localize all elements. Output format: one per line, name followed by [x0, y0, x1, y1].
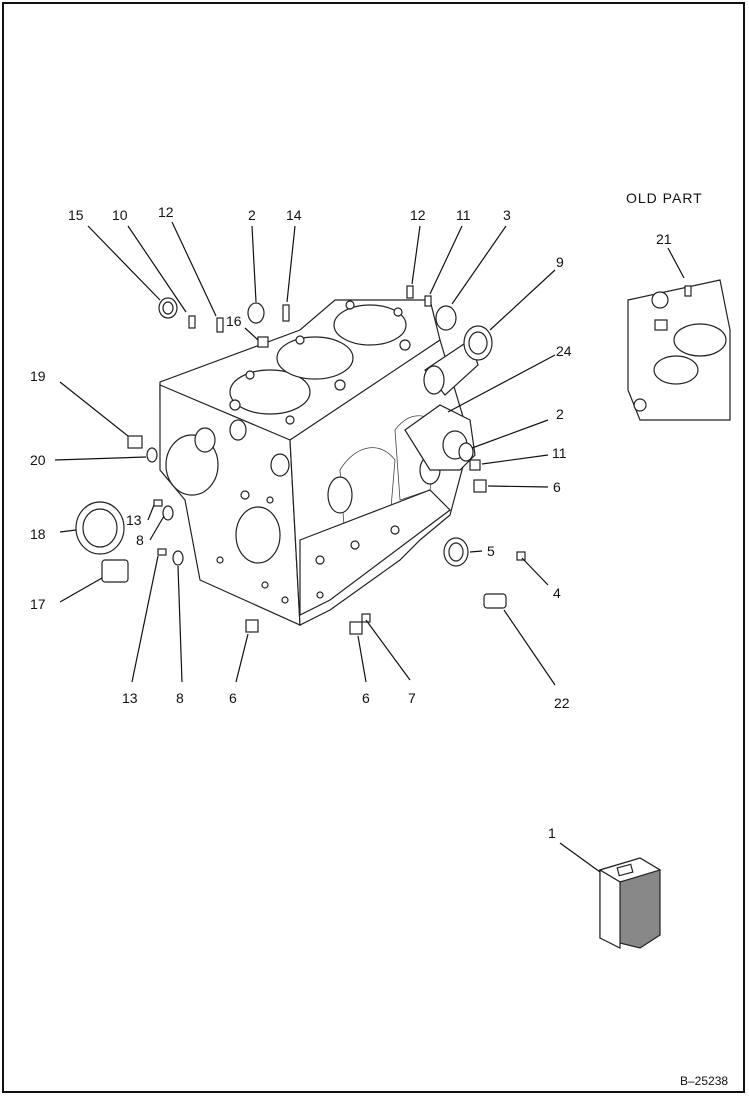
- callout-16: 16: [226, 313, 242, 329]
- callout-12: 12: [410, 207, 426, 223]
- callout-8: 8: [136, 532, 144, 548]
- callout-8: 8: [176, 690, 184, 706]
- loose-parts: [75, 285, 526, 635]
- callout-20: 20: [30, 452, 46, 468]
- cylinder-block: [159, 299, 479, 626]
- callout-24: 24: [556, 343, 572, 359]
- callout-9: 9: [556, 254, 564, 270]
- callout-5: 5: [487, 543, 495, 559]
- callout-12: 12: [158, 204, 174, 220]
- callout-7: 7: [408, 690, 416, 706]
- callout-11: 11: [456, 207, 471, 223]
- old-part-label: OLD PART: [626, 190, 703, 206]
- kit-box-icon: [598, 857, 662, 949]
- callout-22: 22: [554, 695, 570, 711]
- callout-11: 11: [552, 445, 567, 461]
- callout-17: 17: [30, 596, 46, 612]
- callout-15: 15: [68, 207, 84, 223]
- leader-lines: [54, 221, 685, 873]
- callout-2: 2: [248, 207, 256, 223]
- figure-reference: B–25238: [680, 1074, 728, 1088]
- callout-18: 18: [30, 526, 46, 542]
- callout-13: 13: [126, 512, 142, 528]
- callout-14: 14: [286, 207, 302, 223]
- callout-21: 21: [656, 231, 672, 247]
- callout-1: 1: [548, 825, 556, 841]
- callout-6: 6: [553, 479, 561, 495]
- old-part-inset: [627, 279, 731, 421]
- callout-6: 6: [229, 690, 237, 706]
- callout-2: 2: [556, 406, 564, 422]
- callout-19: 19: [30, 368, 46, 384]
- callout-labels: 15 10 12 2 14 12 11 3 9 16 24 19 2 11 20…: [30, 204, 672, 841]
- callout-13: 13: [122, 690, 138, 706]
- callout-6: 6: [362, 690, 370, 706]
- callout-4: 4: [553, 585, 561, 601]
- callout-3: 3: [503, 207, 511, 223]
- callout-10: 10: [112, 207, 128, 223]
